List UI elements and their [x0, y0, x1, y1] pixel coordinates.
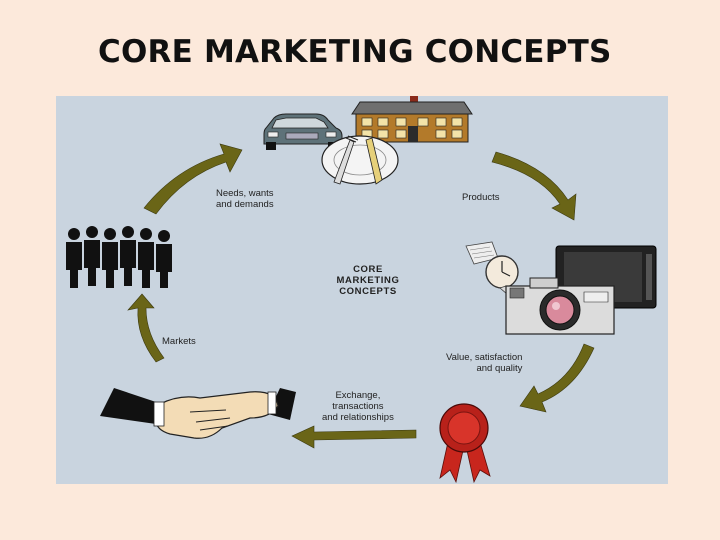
label-markets: Markets — [162, 336, 196, 347]
cycle-arrow-bottom — [291, 425, 417, 449]
ribbon-award-icon — [439, 403, 491, 484]
cycle-diagram — [66, 96, 657, 484]
cycle-arrow-left — [127, 293, 165, 363]
cycle-arrow-top-right — [491, 151, 577, 221]
plate-cutlery-icon — [321, 135, 399, 185]
label-exchange: Exchange, transactions and relationships — [322, 390, 394, 423]
label-needs: Needs, wants and demands — [216, 188, 274, 210]
diagram-panel: Needs, wants and demands Products Value,… — [56, 96, 668, 484]
car-icon — [263, 113, 343, 150]
slide-title: CORE MARKETING CONCEPTS — [98, 34, 612, 70]
camera-icon — [505, 277, 615, 335]
handshake-icon — [100, 388, 296, 439]
house-icon — [351, 96, 473, 143]
label-products: Products — [462, 192, 500, 203]
cycle-arrow-top-left — [143, 143, 243, 215]
cycle-arrow-right — [519, 343, 595, 413]
label-value: Value, satisfaction and quality — [446, 352, 523, 374]
center-label: CORE MARKETING CONCEPTS — [336, 264, 400, 297]
people-group-icon — [66, 226, 172, 288]
